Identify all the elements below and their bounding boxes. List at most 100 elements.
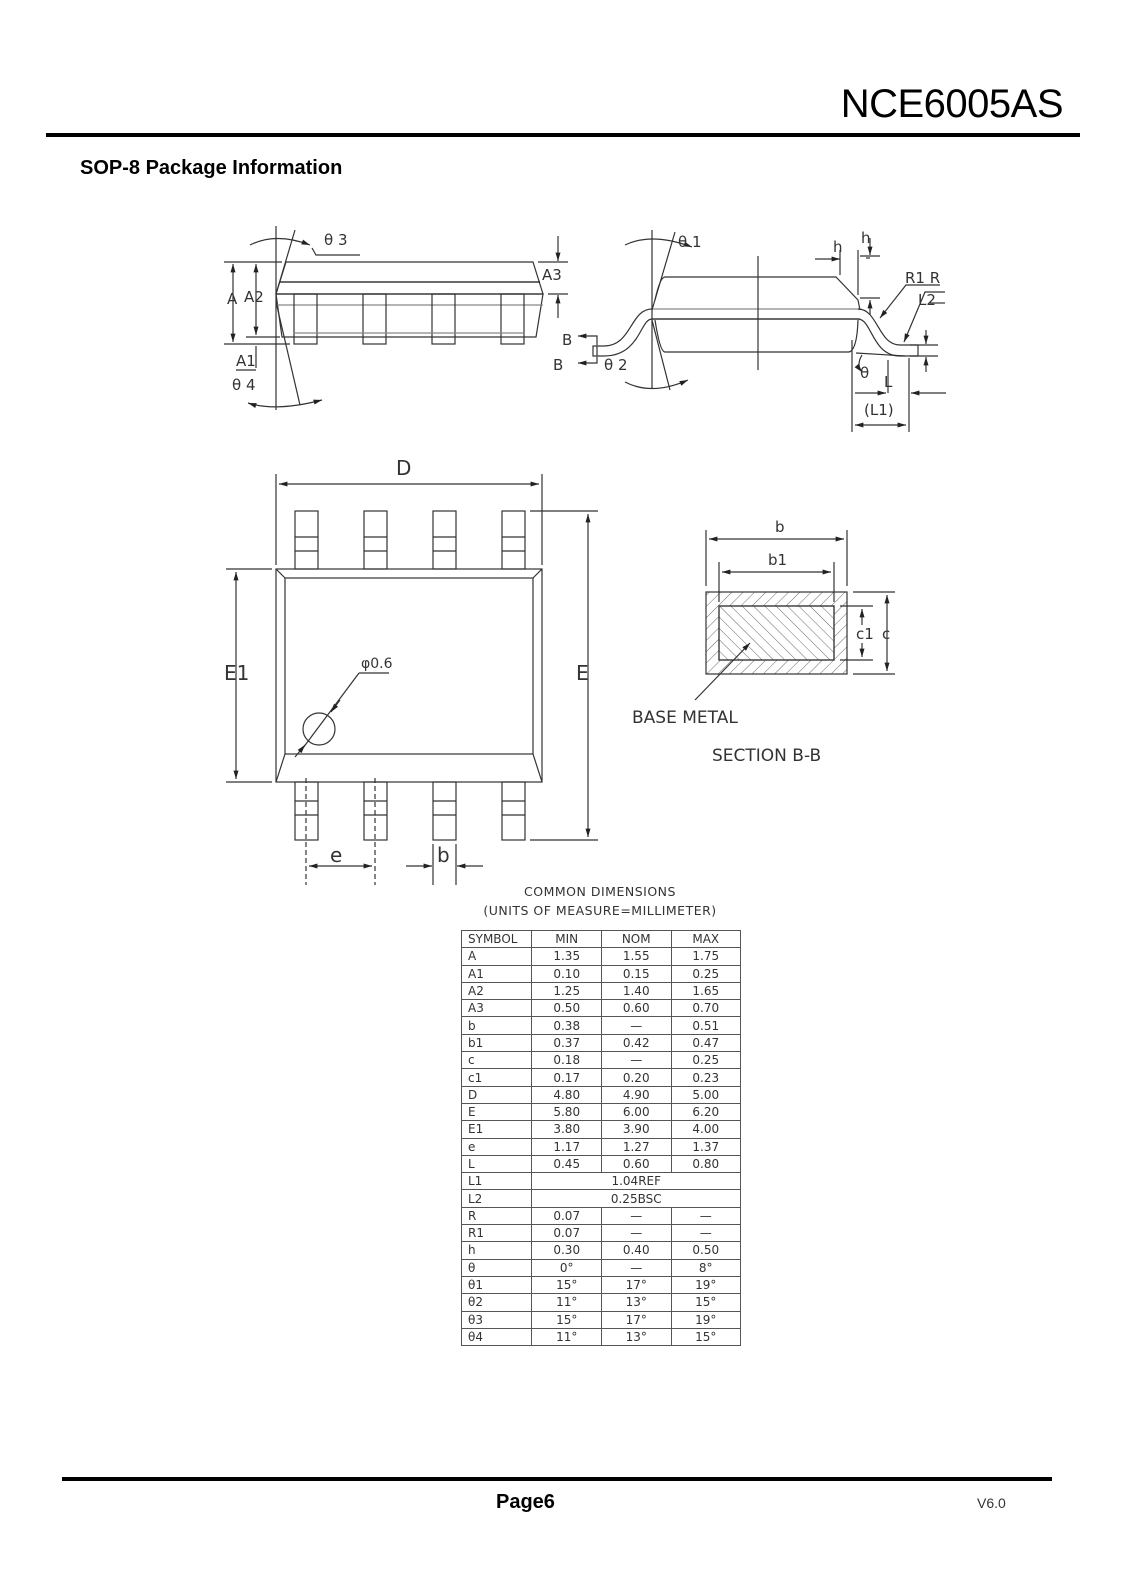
cell-min: 5.80	[531, 1102, 602, 1122]
cell-min: 0.37	[531, 1033, 602, 1053]
col-nom: NOM	[600, 929, 672, 949]
label-L: L	[884, 373, 893, 391]
cell-symbol: A1	[460, 964, 533, 983]
label-B-top: B	[562, 331, 572, 349]
cell-symbol: E1	[460, 1120, 533, 1139]
cell-nom: —	[600, 1258, 672, 1277]
table-caption-title: COMMON DIMENSIONS	[524, 884, 676, 899]
label-sec-c: c	[882, 625, 890, 643]
label-sec-b1: b1	[768, 551, 787, 569]
cell-min: 1.17	[531, 1137, 602, 1156]
cell-nom: 1.27	[600, 1137, 672, 1156]
cell-max: 5.00	[670, 1085, 741, 1104]
cell-symbol: L1	[460, 1172, 533, 1191]
label-E1: E1	[224, 661, 249, 685]
label-theta2: θ 2	[604, 356, 628, 374]
table-caption-units: (UNITS OF MEASURE=MILLIMETER)	[483, 903, 717, 918]
end-view-labels: θ 1 θ 2 θ h h R1 R L2 L (L1) B B	[553, 229, 940, 419]
label-theta: θ	[860, 364, 869, 382]
cell-max: 19°	[670, 1310, 741, 1329]
cell-symbol: h	[460, 1241, 533, 1260]
cell-min: 0.10	[531, 964, 602, 983]
cell-nom: 0.60	[600, 1154, 672, 1174]
cell-max: 15°	[670, 1327, 741, 1347]
cell-min: 0.17	[531, 1068, 602, 1087]
label-theta1: θ 1	[678, 233, 702, 251]
cell-symbol: e	[460, 1137, 533, 1156]
cell-max: 6.20	[670, 1102, 741, 1122]
label-A: A	[227, 290, 238, 308]
top-view	[226, 474, 598, 885]
label-A3: A3	[542, 266, 562, 284]
cell-max: 19°	[670, 1275, 741, 1295]
section-bb-labels: b b1 c1 c BASE METAL SECTION B-B	[632, 518, 890, 766]
table-header-row: SYMBOL MIN NOM MAX	[460, 929, 741, 949]
top-view-labels: D E E1 e b φ0.6	[224, 456, 589, 867]
cell-min: 0°	[531, 1258, 602, 1277]
label-theta3: θ 3	[324, 231, 348, 249]
cell-symbol: b	[460, 1016, 533, 1035]
cell-min: 0.38	[531, 1016, 602, 1035]
cell-symbol: c1	[460, 1068, 533, 1087]
cell-min: 0.45	[531, 1154, 602, 1174]
cell-nom: 0.40	[600, 1241, 672, 1260]
cell-max: —	[670, 1224, 741, 1243]
cell-max: 0.23	[670, 1068, 741, 1087]
cell-nom: 13°	[600, 1293, 672, 1312]
cell-nom: 0.15	[600, 964, 672, 983]
cell-nom: 4.90	[600, 1085, 672, 1104]
cell-min: 0.50	[531, 999, 602, 1018]
side-view-labels: θ 3 A A2 A1 θ 4 A3	[227, 231, 562, 394]
cell-max: 0.50	[670, 1241, 741, 1260]
label-E: E	[576, 661, 589, 685]
cell-min: 3.80	[531, 1120, 602, 1139]
label-b: b	[437, 843, 450, 867]
cell-symbol: A3	[460, 999, 533, 1018]
cell-max: 0.80	[670, 1154, 741, 1174]
cell-min: 1.35	[531, 947, 602, 966]
label-section-title: SECTION B-B	[712, 746, 821, 766]
cell-min: 11°	[531, 1327, 602, 1347]
side-view	[224, 226, 568, 410]
cell-symbol: b1	[460, 1033, 533, 1053]
cell-min: 15°	[531, 1275, 602, 1295]
cell-max: 1.75	[670, 947, 741, 966]
col-min: MIN	[531, 929, 602, 949]
label-L1: (L1)	[864, 401, 894, 419]
cell-symbol: L	[460, 1154, 533, 1174]
cell-min: 4.80	[531, 1085, 602, 1104]
header-rule	[46, 133, 1080, 137]
label-base-metal: BASE METAL	[632, 708, 738, 728]
col-max: MAX	[670, 929, 741, 949]
label-e: e	[330, 843, 342, 867]
cell-nom: 3.90	[600, 1120, 672, 1139]
cell-max: 0.25	[670, 964, 741, 983]
cell-symbol: L2	[460, 1189, 533, 1208]
cell-min: 11°	[531, 1293, 602, 1312]
section-title: SOP-8 Package Information	[80, 157, 343, 179]
label-sec-b: b	[775, 518, 785, 536]
cell-nom: 6.00	[600, 1102, 672, 1122]
end-view	[578, 230, 946, 432]
cell-symbol: R	[460, 1206, 533, 1226]
cell-max: 8°	[670, 1258, 741, 1277]
col-symbol: SYMBOL	[460, 929, 533, 949]
cell-max: —	[670, 1206, 741, 1226]
cell-nom: 0.42	[600, 1033, 672, 1053]
cell-max: 1.65	[670, 981, 741, 1001]
cell-max: 0.47	[670, 1033, 741, 1053]
cell-nom: 17°	[600, 1310, 672, 1329]
label-theta4: θ 4	[232, 376, 256, 394]
section-bb	[694, 530, 895, 701]
